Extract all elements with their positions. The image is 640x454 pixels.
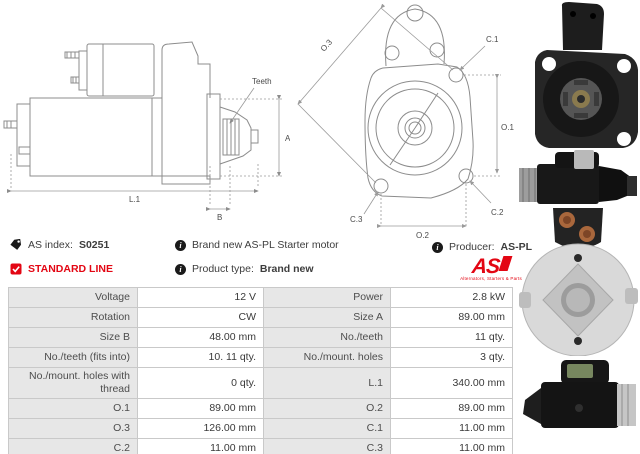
dim-o2-label: O.2 bbox=[416, 231, 429, 240]
check-icon bbox=[10, 263, 22, 275]
producer-line: i Producer: AS-PL bbox=[432, 240, 532, 254]
spec-value: 89.00 mm bbox=[137, 398, 264, 419]
table-row: No./mount. holes with thread 0 qty. L.1 … bbox=[8, 367, 513, 399]
logo-as-text: AS bbox=[471, 255, 501, 278]
product-type-label: Product type: bbox=[192, 263, 254, 275]
photo-front-view bbox=[535, 2, 638, 148]
spec-value: 12 V bbox=[137, 287, 264, 308]
dim-o3-label: O.3 bbox=[319, 37, 335, 53]
product-photos bbox=[517, 0, 640, 454]
spec-label: No./mount. holes with thread bbox=[8, 367, 138, 399]
spec-label: O.2 bbox=[263, 398, 391, 419]
product-type-value: Brand new bbox=[259, 263, 314, 275]
spec-value: 0 qty. bbox=[137, 367, 264, 399]
spec-label: C.1 bbox=[263, 418, 391, 439]
dim-l1-label: L.1 bbox=[129, 195, 141, 204]
brand-new-line: i Brand new AS-PL Starter motor bbox=[175, 238, 339, 252]
photo-side-view bbox=[519, 150, 637, 204]
front-view-svg: O.3 C.1 O.1 C.2 C.3 O.2 bbox=[297, 3, 514, 240]
table-row: Rotation CW Size A 89.00 mm bbox=[8, 307, 513, 328]
spec-label: Size A bbox=[263, 307, 391, 328]
logo-tagline: Alternators, Starters & Parts bbox=[460, 276, 522, 281]
spec-value: 11.00 mm bbox=[390, 418, 513, 439]
photo-side-view-2 bbox=[523, 360, 636, 428]
brand-new-text: Brand new AS-PL Starter motor bbox=[192, 239, 339, 251]
spec-label: L.1 bbox=[263, 367, 391, 399]
spec-value: 11.00 mm bbox=[390, 438, 513, 454]
spec-label: No./mount. holes bbox=[263, 347, 391, 368]
dim-b-label: B bbox=[217, 213, 222, 222]
front-view-drawing: O.3 C.1 O.1 C.2 C.3 O.2 bbox=[288, 0, 516, 242]
logo-bar bbox=[498, 256, 513, 271]
side-view-drawing: Teeth A L.1 B bbox=[2, 4, 291, 232]
spec-value: 11 qty. bbox=[390, 327, 513, 348]
table-row: C.2 11.00 mm C.3 11.00 mm bbox=[8, 438, 513, 454]
side-view-svg: Teeth A L.1 B bbox=[3, 41, 291, 222]
as-pl-logo: AS Alternators, Starters & Parts bbox=[460, 255, 522, 281]
spec-value: 126.00 mm bbox=[137, 418, 264, 439]
table-row: O.1 89.00 mm O.2 89.00 mm bbox=[8, 398, 513, 419]
info-left-column: AS index: S0251 STANDARD LINE bbox=[10, 238, 113, 286]
spec-table: Voltage 12 V Power 2.8 kW Rotation CW Si… bbox=[8, 287, 513, 454]
spec-label: Voltage bbox=[8, 287, 138, 308]
spec-label: C.2 bbox=[8, 438, 138, 454]
teeth-label: Teeth bbox=[252, 77, 272, 86]
producer-value: AS-PL bbox=[500, 241, 533, 253]
product-type-line: i Product type: Brand new bbox=[175, 262, 339, 276]
spec-value: 10. 11 qty. bbox=[137, 347, 264, 368]
as-index-label: AS index: bbox=[28, 239, 73, 251]
spec-value: 2.8 kW bbox=[390, 287, 513, 308]
spec-label: No./teeth bbox=[263, 327, 391, 348]
dim-o1-label: O.1 bbox=[501, 123, 514, 132]
spec-value: 3 qty. bbox=[390, 347, 513, 368]
spec-value: 11.00 mm bbox=[137, 438, 264, 454]
info-icon: i bbox=[432, 241, 443, 253]
info-icon: i bbox=[175, 263, 186, 275]
spec-label: C.3 bbox=[263, 438, 391, 454]
table-row: No./teeth (fits into) 10. 11 qty. No./mo… bbox=[8, 347, 513, 368]
spec-label: Power bbox=[263, 287, 391, 308]
table-row: Voltage 12 V Power 2.8 kW bbox=[8, 287, 513, 308]
info-right-column: i Producer: AS-PL AS Alternators, Starte… bbox=[432, 240, 532, 281]
dim-c2-label: C.2 bbox=[491, 208, 504, 217]
spec-label: O.1 bbox=[8, 398, 138, 419]
spec-label: O.3 bbox=[8, 418, 138, 439]
table-row: Size B 48.00 mm No./teeth 11 qty. bbox=[8, 327, 513, 348]
spec-value: CW bbox=[137, 307, 264, 328]
spec-label: No./teeth (fits into) bbox=[8, 347, 138, 368]
spec-value: 89.00 mm bbox=[390, 398, 513, 419]
info-icon: i bbox=[175, 239, 186, 251]
table-row: O.3 126.00 mm C.1 11.00 mm bbox=[8, 418, 513, 439]
spec-value: 340.00 mm bbox=[390, 367, 513, 399]
dim-c3-label: C.3 bbox=[350, 215, 363, 224]
dim-a-label: A bbox=[285, 134, 290, 143]
spec-value: 89.00 mm bbox=[390, 307, 513, 328]
spec-value: 48.00 mm bbox=[137, 327, 264, 348]
as-index-line: AS index: S0251 bbox=[10, 238, 113, 252]
standard-line: STANDARD LINE bbox=[10, 262, 113, 276]
photo-rear-view bbox=[519, 208, 638, 356]
spec-label: Size B bbox=[8, 327, 138, 348]
dim-c1-label: C.1 bbox=[486, 35, 499, 44]
tag-icon bbox=[10, 239, 22, 250]
as-index-value: S0251 bbox=[78, 239, 110, 251]
info-middle-column: i Brand new AS-PL Starter motor i Produc… bbox=[175, 238, 339, 286]
spec-label: Rotation bbox=[8, 307, 138, 328]
standard-line-label: STANDARD LINE bbox=[28, 263, 113, 275]
producer-label: Producer: bbox=[449, 241, 495, 253]
